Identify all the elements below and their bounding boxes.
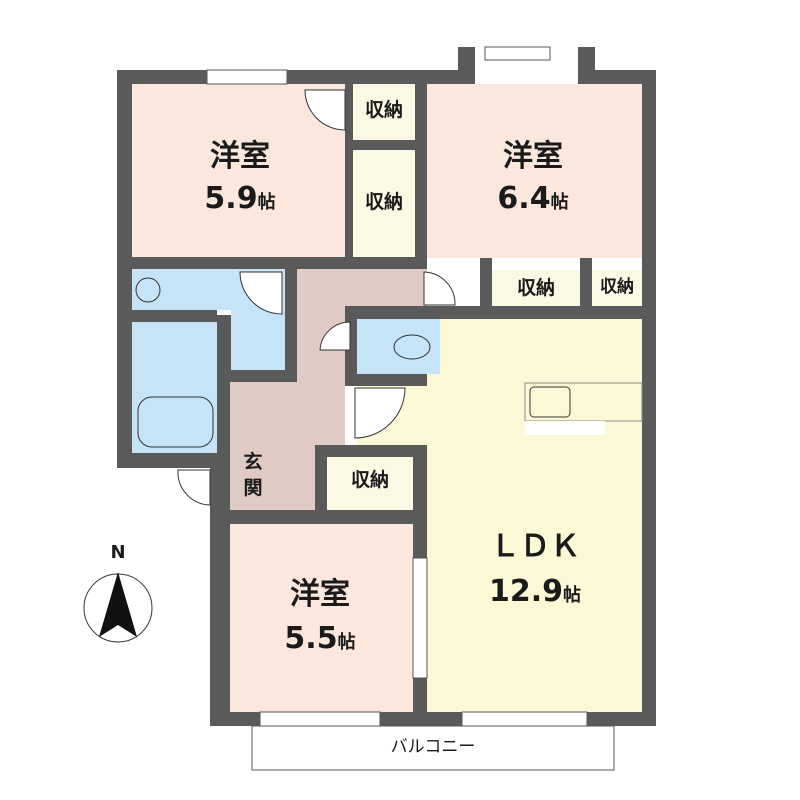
ldk-size-value: 12.9 bbox=[488, 574, 564, 609]
balcony bbox=[251, 725, 615, 771]
compass-icon bbox=[83, 572, 153, 643]
storage-4-label: 収納 bbox=[600, 277, 634, 297]
washroom-lower bbox=[231, 310, 285, 370]
storage-1-label: 収納 bbox=[364, 99, 403, 121]
entrance-label-2: 関 bbox=[243, 477, 263, 499]
storage-3 bbox=[492, 270, 580, 306]
room-3-name: 洋室 bbox=[290, 577, 350, 612]
room-2-size-unit: 帖 bbox=[550, 192, 569, 213]
room-1-name: 洋室 bbox=[210, 139, 270, 174]
western-room-3 bbox=[230, 524, 413, 712]
ldk-left-side bbox=[452, 319, 642, 389]
compass-north-label: N bbox=[110, 542, 126, 563]
room-2-name: 洋室 bbox=[503, 139, 563, 174]
ldk-size: 12.9帖 bbox=[470, 575, 600, 608]
room-2-size: 6.4帖 bbox=[473, 182, 593, 215]
western-room-1 bbox=[132, 84, 345, 257]
toilet-bowl bbox=[393, 334, 431, 360]
room-3-size-value: 5.5 bbox=[284, 621, 338, 656]
door-swings bbox=[177, 89, 456, 506]
storage-1 bbox=[353, 84, 415, 140]
toilet bbox=[357, 319, 440, 374]
ldk-size-unit: 帖 bbox=[563, 585, 582, 606]
storage-4 bbox=[592, 270, 642, 306]
balcony-label: バルコニー bbox=[390, 737, 476, 757]
ldk-name: ＬＤＫ bbox=[490, 529, 580, 564]
western-room-2 bbox=[427, 84, 642, 258]
hallway bbox=[230, 269, 427, 510]
bathroom bbox=[132, 322, 217, 453]
storage-3-label: 収納 bbox=[516, 277, 555, 299]
storage-5-label: 収納 bbox=[350, 469, 389, 491]
room-1-size-unit: 帖 bbox=[257, 192, 276, 213]
storage-2-label: 収納 bbox=[364, 191, 403, 213]
washbasin bbox=[135, 277, 161, 303]
storage-2 bbox=[353, 150, 415, 257]
windows bbox=[206, 46, 588, 727]
room-2-size-value: 6.4 bbox=[497, 181, 551, 216]
entrance-label-1: 玄 bbox=[243, 451, 263, 473]
storage-5 bbox=[327, 457, 413, 510]
room-1-size-value: 5.9 bbox=[204, 181, 258, 216]
kitchen-sink bbox=[529, 386, 571, 418]
room-1-size: 5.9帖 bbox=[180, 182, 300, 215]
room-3-size-unit: 帖 bbox=[337, 632, 356, 653]
western-room-2-bay bbox=[475, 60, 578, 84]
bathtub bbox=[137, 396, 214, 448]
kitchen-counter bbox=[524, 382, 643, 422]
room-3-size: 5.5帖 bbox=[260, 622, 380, 655]
kitchen-base bbox=[525, 421, 605, 435]
